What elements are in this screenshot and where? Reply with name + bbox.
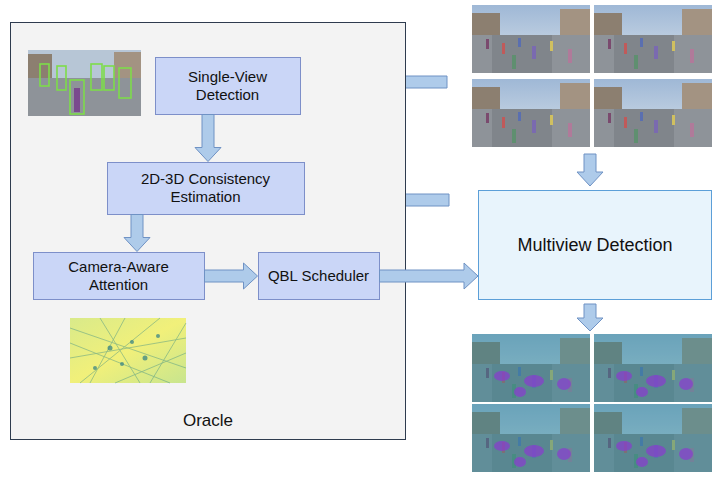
process-box: 2D-3D Consistency Estimation (107, 162, 305, 215)
process-box: QBL Scheduler (258, 252, 380, 300)
box-label: Single-View Detection (160, 68, 296, 104)
box-label: QBL Scheduler (268, 267, 369, 285)
box-label: Multiview Detection (517, 235, 672, 256)
group-box: Oracle Single-View Detection 2D-3D Consist… (10, 22, 406, 440)
output-views (472, 334, 712, 472)
process-box: Single-View Detection (155, 57, 301, 115)
input-views (472, 5, 712, 147)
process-box: Multiview Detection (478, 190, 712, 300)
box-label: 2D-3D Consistency Estimation (112, 170, 300, 206)
process-box: Camera-Aware Attention (33, 252, 205, 300)
group-label: Oracle (183, 411, 233, 431)
box-label: Camera-Aware Attention (38, 258, 200, 294)
